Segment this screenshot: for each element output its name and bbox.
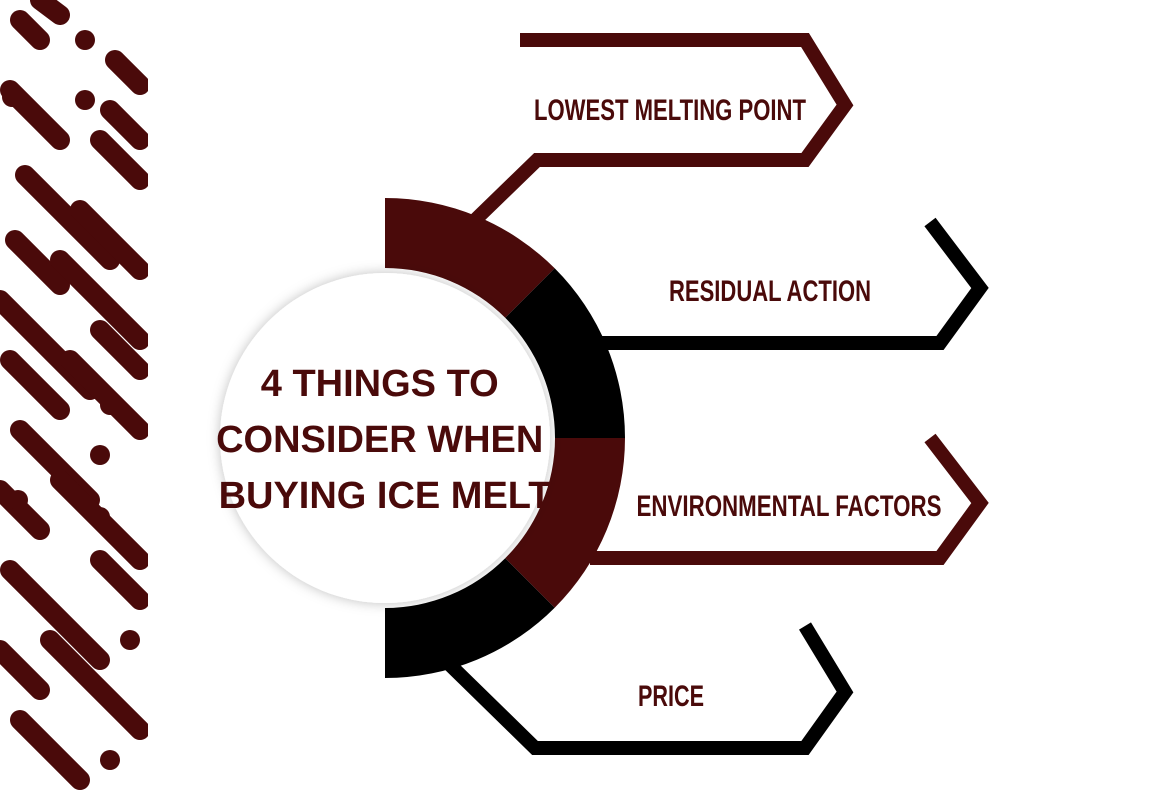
pattern-dash — [30, 0, 70, 25]
pattern-dash — [40, 630, 148, 740]
center-circle — [220, 273, 550, 603]
pattern-dot — [2, 87, 22, 107]
ring-segment-2 — [505, 268, 625, 438]
pattern-dash — [10, 710, 90, 790]
pattern-dot — [100, 395, 120, 415]
pattern-dot — [8, 490, 28, 510]
pattern-dash — [100, 100, 148, 150]
pattern-dot — [90, 445, 110, 465]
connector-environmental-factors — [590, 433, 989, 565]
pattern-dot — [120, 630, 140, 650]
pattern-dash — [105, 50, 148, 95]
center-title: 4 THINGS TO CONSIDER WHEN BUYING ICE MEL… — [216, 363, 554, 517]
item-label-residual-action: RESIDUAL ACTION — [669, 275, 871, 308]
pattern-dash — [0, 350, 70, 420]
connector-lowest-melting-point — [465, 33, 854, 231]
item-label-lowest-melting-point: LOWEST MELTING POINT — [534, 94, 806, 127]
title-line-1: 4 THINGS TO — [261, 363, 499, 405]
pattern-dash — [70, 200, 148, 280]
connector-price — [440, 622, 854, 755]
pattern-dash — [0, 560, 110, 670]
decorative-dash-pattern — [0, 0, 148, 790]
pattern-dash — [90, 550, 148, 610]
pattern-dash — [0, 480, 50, 540]
pattern-dash — [0, 640, 50, 700]
ring-segment-3 — [505, 438, 625, 608]
pattern-dash — [60, 350, 148, 440]
title-line-3: BUYING ICE MELT — [219, 475, 552, 517]
pattern-dash — [10, 10, 50, 50]
ring — [385, 198, 625, 678]
pattern-dot — [90, 507, 110, 527]
pattern-dash — [90, 130, 148, 190]
pattern-dot — [100, 750, 120, 770]
pattern-dash — [5, 230, 70, 295]
ring-segment-4 — [385, 558, 555, 678]
pattern-dash — [50, 250, 148, 350]
title-line-2: CONSIDER WHEN — [216, 419, 543, 461]
pattern-dash — [90, 320, 148, 380]
pattern-dash — [15, 165, 120, 270]
ring-segment-1 — [385, 198, 555, 318]
item-label-environmental-factors: ENVIRONMENTAL FACTORS — [637, 490, 942, 523]
pattern-dot — [75, 90, 95, 110]
connector-residual-action — [590, 217, 989, 350]
item-label-price: PRICE — [638, 680, 704, 713]
pattern-dot — [75, 30, 95, 50]
